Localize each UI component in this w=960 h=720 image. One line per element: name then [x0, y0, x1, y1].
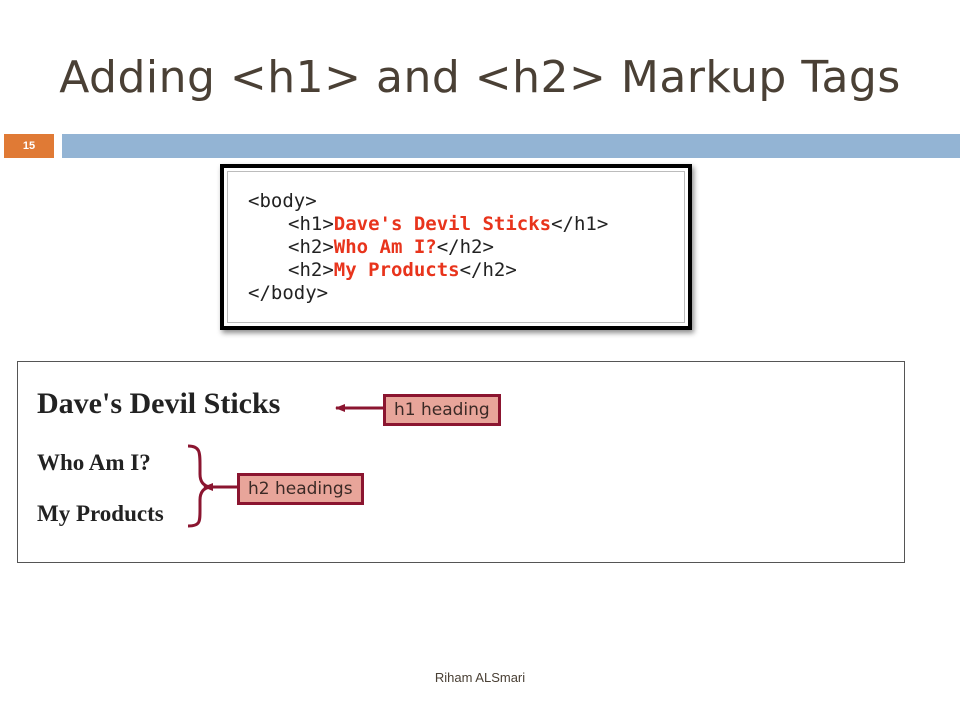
- code-h2b-close-tag: </h2>: [459, 259, 517, 281]
- slide-title: Adding <h1> and <h2> Markup Tags: [59, 52, 901, 103]
- code-body-open-tag: <body>: [248, 190, 317, 212]
- code-screenshot: <body><h1>Dave's Devil Sticks</h1><h2>Wh…: [220, 164, 692, 330]
- header-bar: [62, 134, 960, 158]
- code-h1-open-tag: <h1>: [288, 213, 334, 235]
- browser-render-preview: Dave's Devil Sticks Who Am I? My Product…: [17, 361, 905, 563]
- h1-heading-callout: h1 heading: [383, 394, 501, 426]
- rendered-h2-second: My Products: [37, 501, 164, 526]
- code-h1-text: Dave's Devil Sticks: [333, 213, 552, 235]
- slide-footer: Riham ALSmari: [434, 670, 526, 685]
- code-h2b-open-tag: <h2>: [288, 259, 334, 281]
- code-line-h2-second: <h2>My Products</h2>: [248, 259, 608, 282]
- code-line-h1: <h1>Dave's Devil Sticks</h1>: [248, 213, 608, 236]
- code-h2a-close-tag: </h2>: [436, 236, 494, 258]
- code-line-h2-first: <h2>Who Am I?</h2>: [248, 236, 608, 259]
- h2-headings-callout: h2 headings: [237, 473, 364, 505]
- code-listing: <body><h1>Dave's Devil Sticks</h1><h2>Wh…: [248, 190, 608, 305]
- callout-arrows: [187, 404, 383, 528]
- code-h2a-open-tag: <h2>: [288, 236, 334, 258]
- rendered-h1: Dave's Devil Sticks: [37, 387, 281, 420]
- code-body-close-tag: </body>: [248, 282, 329, 304]
- slide-number: 15: [4, 134, 54, 158]
- code-h2b-text: My Products: [333, 259, 460, 281]
- code-h2a-text: Who Am I?: [333, 236, 437, 258]
- code-frame: [227, 171, 685, 323]
- code-h1-close-tag: </h1>: [551, 213, 609, 235]
- code-line-body-open: <body>: [248, 190, 608, 213]
- rendered-h2-first: Who Am I?: [37, 450, 151, 475]
- code-line-body-close: </body>: [248, 282, 608, 305]
